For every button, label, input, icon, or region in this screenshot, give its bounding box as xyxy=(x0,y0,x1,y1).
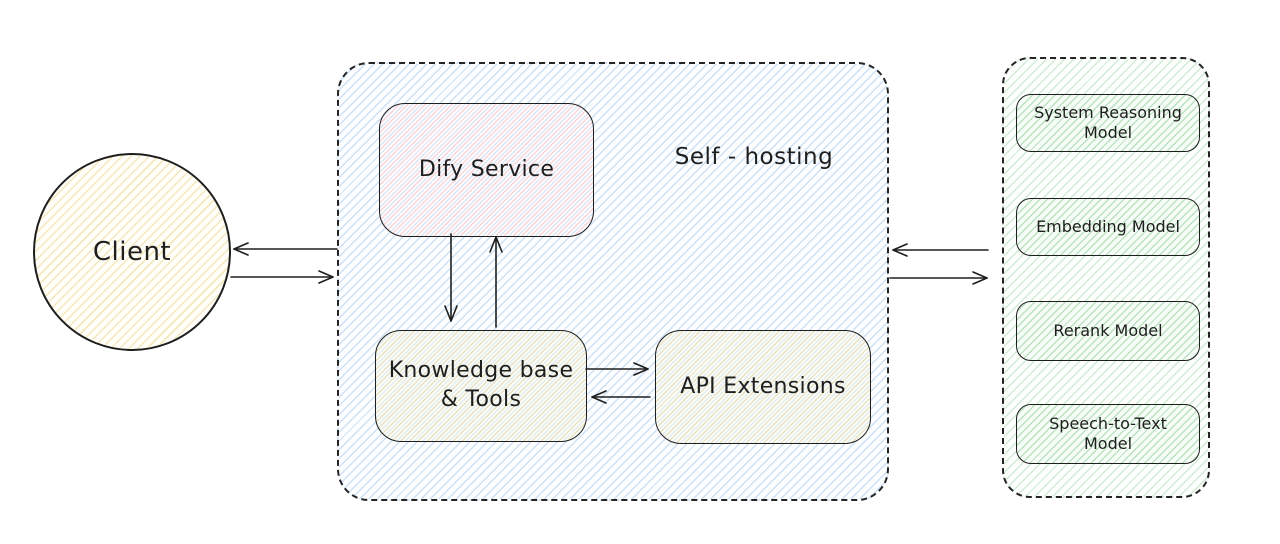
dify-service-node: Dify Service xyxy=(379,103,594,237)
rerank-model-node: Rerank Model xyxy=(1016,301,1200,361)
models-container: System Reasoning Model Embedding Model R… xyxy=(1002,57,1210,498)
system-reasoning-model-node: System Reasoning Model xyxy=(1016,94,1200,152)
knowledge-base-node: Knowledge base & Tools xyxy=(375,330,587,442)
arrow-models-to-selfhosting-icon xyxy=(892,243,989,257)
arrow-client-to-selfhosting-icon xyxy=(230,270,334,284)
system-reasoning-model-label: System Reasoning Model xyxy=(1034,103,1182,142)
api-extensions-node: API Extensions xyxy=(655,330,871,444)
embedding-model-node: Embedding Model xyxy=(1016,198,1200,256)
rerank-model-label: Rerank Model xyxy=(1053,321,1163,340)
speech-to-text-model-label: Speech-to-Text Model xyxy=(1049,414,1167,453)
speech-to-text-model-node: Speech-to-Text Model xyxy=(1016,404,1200,464)
embedding-model-label: Embedding Model xyxy=(1036,217,1180,236)
arrow-selfhosting-to-client-icon xyxy=(233,242,338,256)
api-extensions-label: API Extensions xyxy=(680,373,846,399)
knowledge-base-label: Knowledge base & Tools xyxy=(388,358,574,412)
client-node: Client xyxy=(33,153,231,351)
client-label: Client xyxy=(92,237,172,267)
self-hosting-title: Self - hosting xyxy=(674,144,834,170)
self-hosting-container: Self - hosting Dify Service Knowledge ba… xyxy=(337,62,889,501)
dify-service-label: Dify Service xyxy=(418,156,555,182)
arrow-selfhosting-to-models-icon xyxy=(889,271,988,285)
